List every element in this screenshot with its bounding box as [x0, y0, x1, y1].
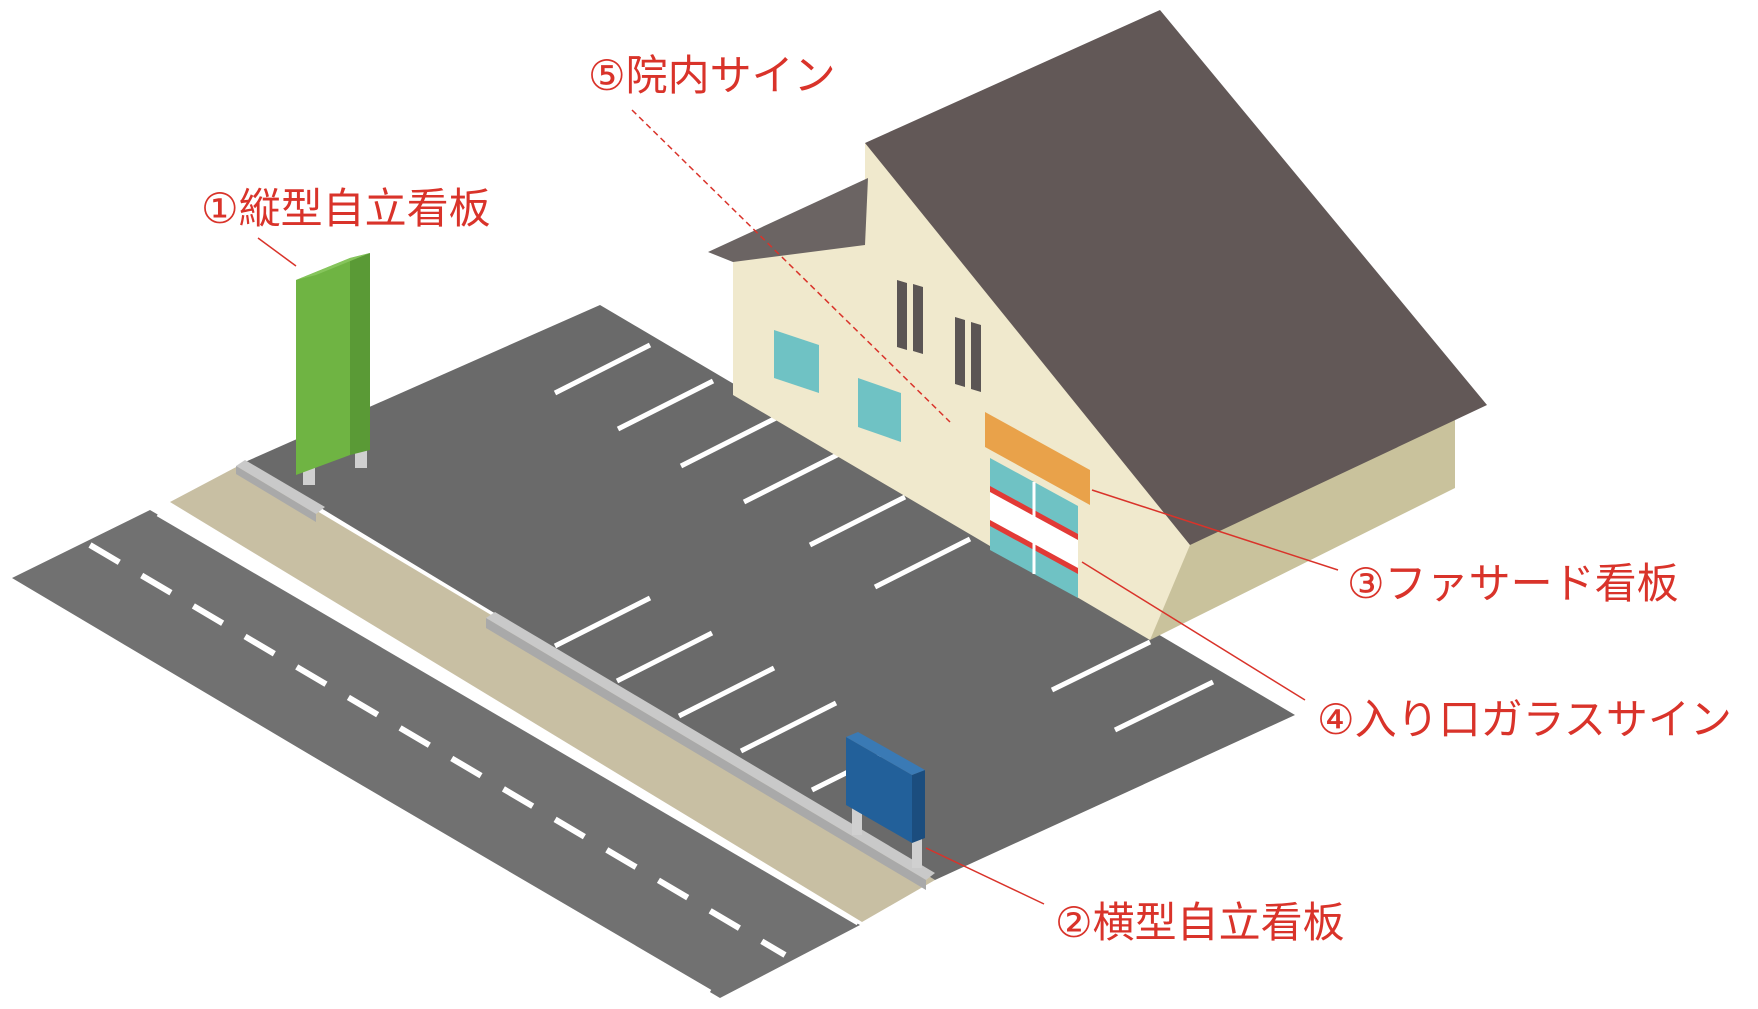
leader-line-sign3	[1091, 489, 1339, 571]
vertical-freestanding-sign	[296, 253, 370, 485]
label-facade-sign: ③ファサード看板	[1347, 559, 1679, 608]
window	[774, 330, 819, 393]
sidewalk	[170, 465, 935, 922]
building	[708, 10, 1487, 640]
road	[12, 510, 860, 998]
road-edge-line	[18, 585, 712, 995]
leader-lines	[257, 109, 1339, 905]
ground	[12, 305, 1295, 998]
windows	[774, 280, 981, 442]
label-vertical-freestanding-sign: ①縦型自立看板	[201, 184, 491, 233]
horizontal-freestanding-sign	[846, 732, 925, 868]
parking-lot	[245, 305, 1295, 880]
entrance-glass-sign	[990, 458, 1078, 598]
label-horizontal-freestanding-sign: ②横型自立看板	[1055, 898, 1345, 947]
leader-line-sign4	[1081, 561, 1306, 701]
window-slit	[955, 317, 965, 387]
window-slit	[897, 280, 907, 350]
leader-line-sign5	[631, 109, 951, 423]
road-center-dashes	[88, 542, 787, 958]
road-edge-line	[156, 511, 860, 926]
window-slit	[971, 322, 981, 392]
main-roof	[865, 10, 1487, 545]
label-interior-sign: ⑤院内サイン	[588, 51, 836, 100]
curbs	[236, 460, 935, 890]
window	[858, 378, 901, 442]
label-entrance-glass-sign: ④入り口ガラスサイン	[1317, 695, 1732, 744]
leader-line-sign2	[925, 847, 1045, 905]
leader-line-sign1	[257, 237, 297, 267]
building-side-wall	[1150, 405, 1455, 640]
small-roof	[708, 178, 868, 262]
window-slit	[913, 284, 923, 354]
facade-sign	[985, 412, 1090, 505]
